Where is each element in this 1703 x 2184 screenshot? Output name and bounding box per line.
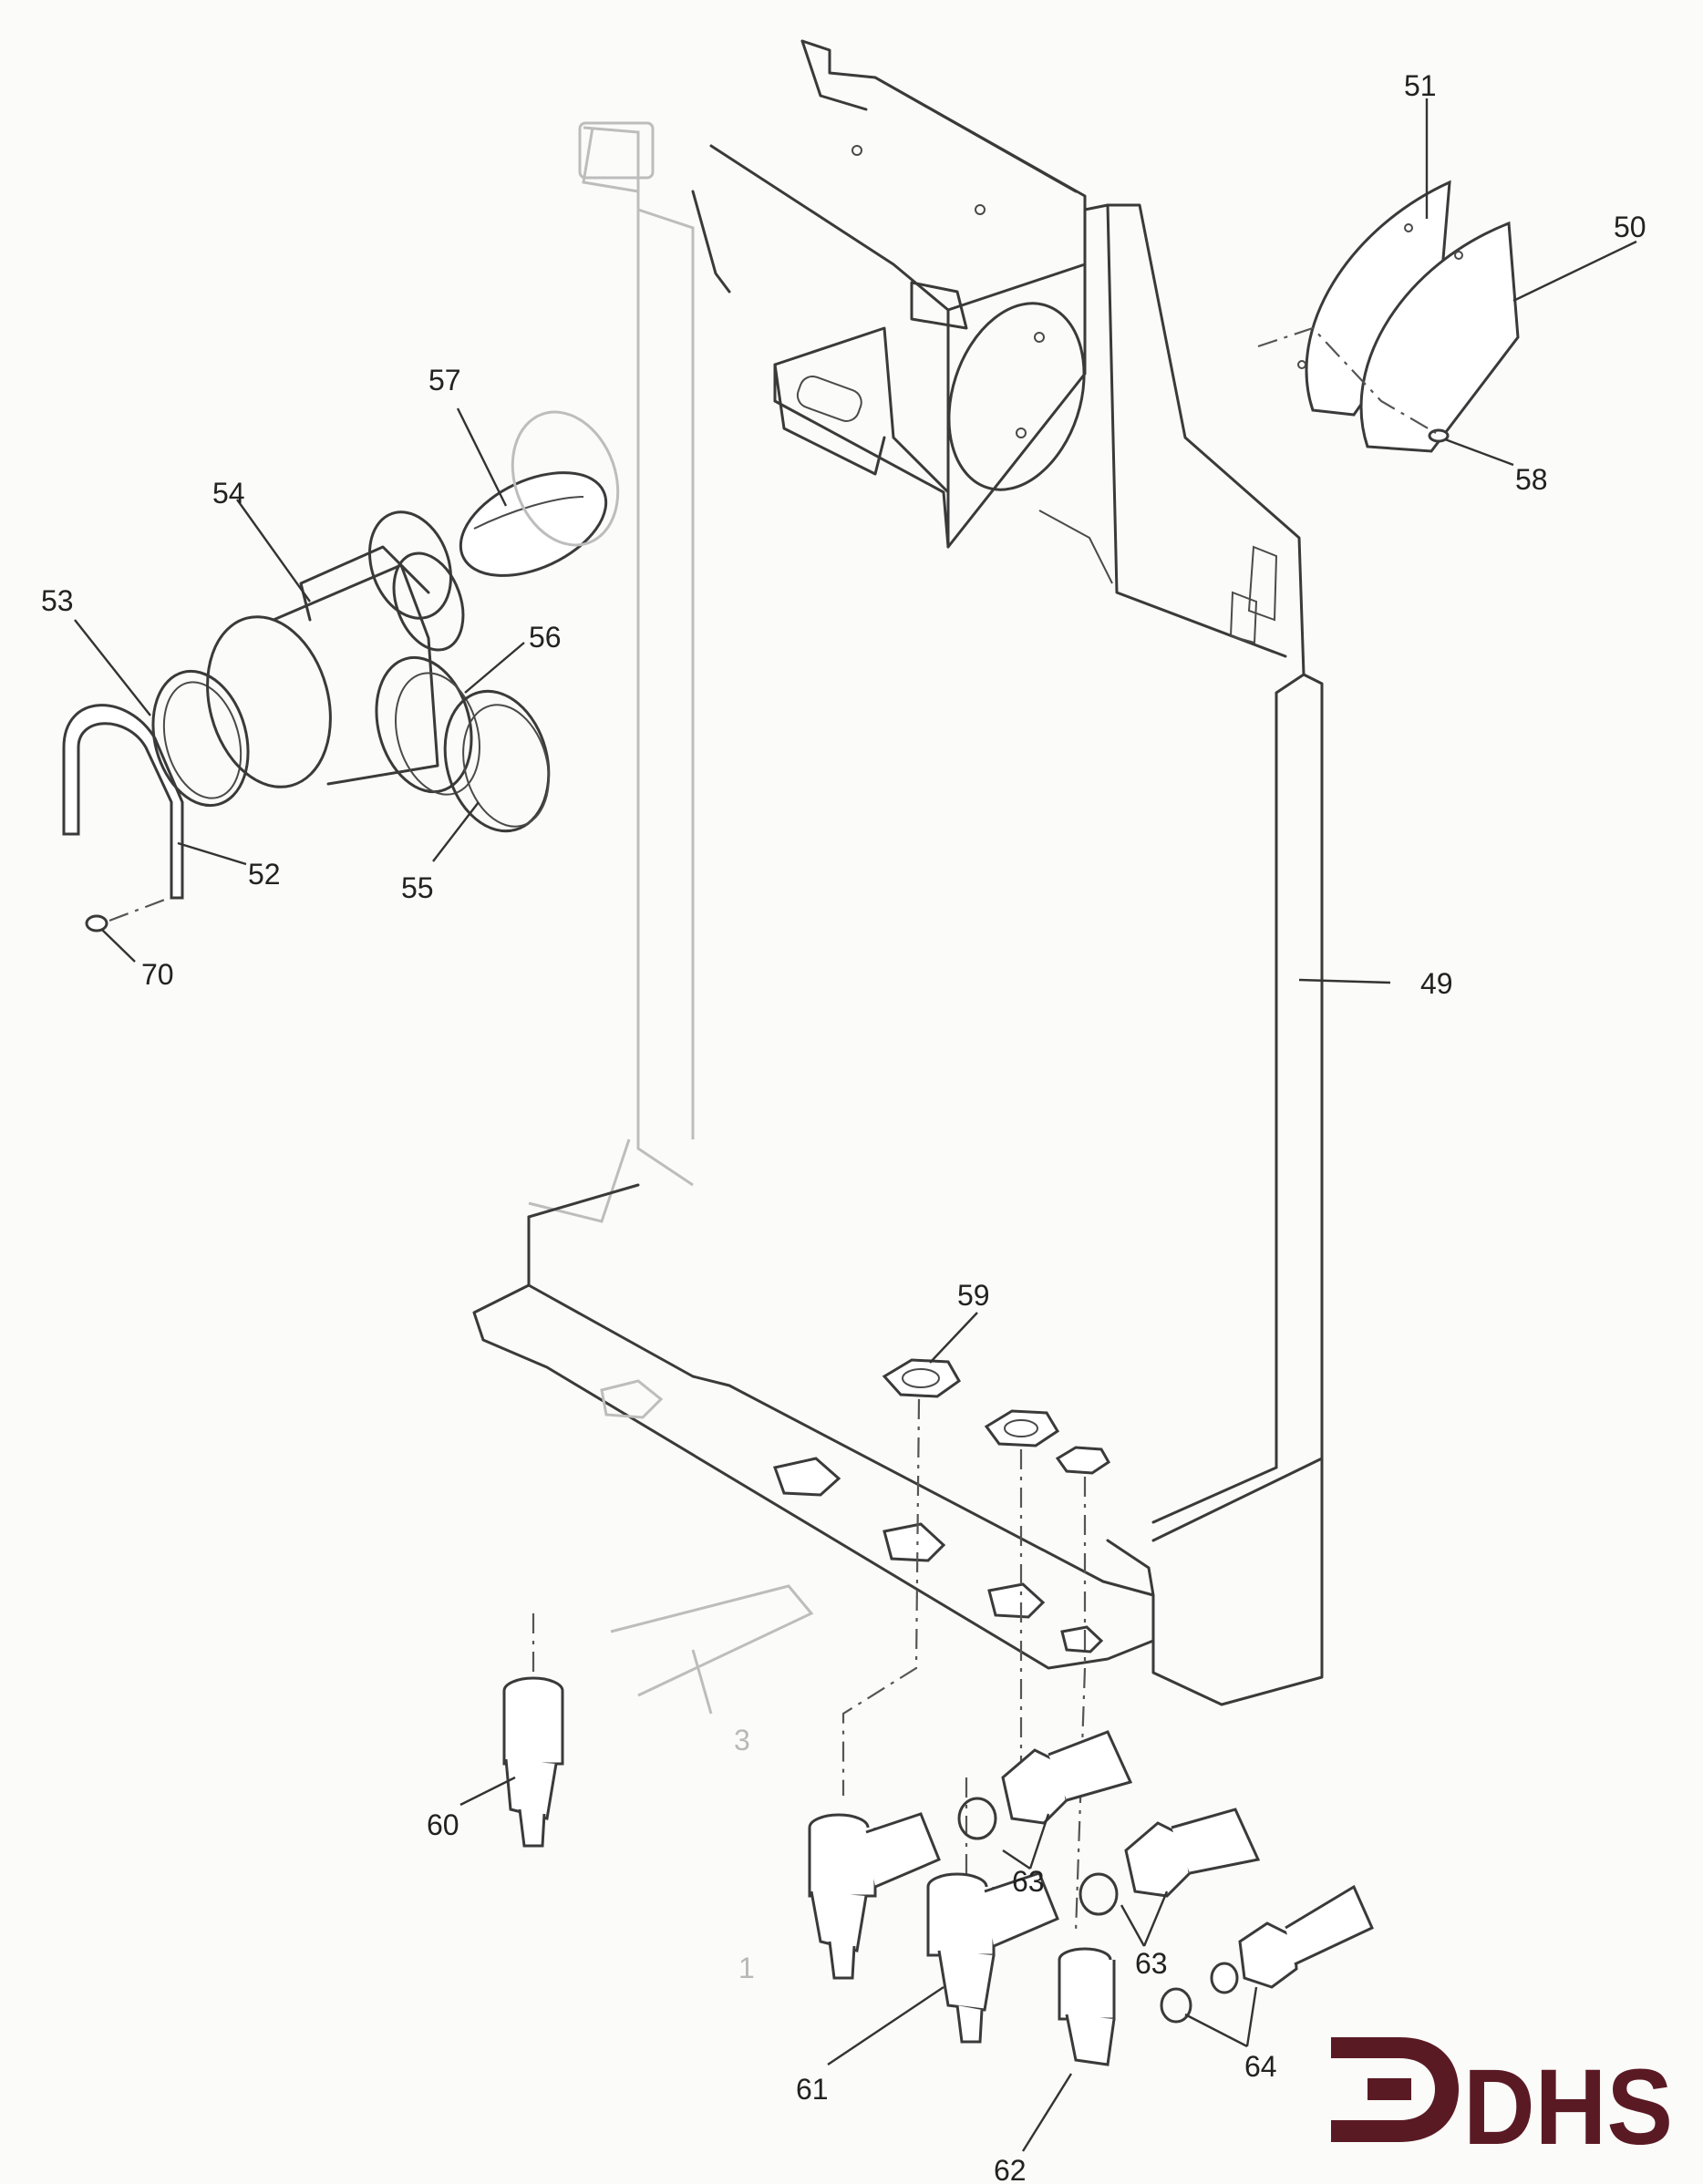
- callout-60: 60: [427, 1808, 459, 1841]
- cap-57: [459, 410, 620, 577]
- valve-62: [1058, 1947, 1116, 2066]
- callout-53: 53: [41, 584, 74, 617]
- dhs-logo-text: DHS: [1463, 2047, 1673, 2168]
- callout-57: 57: [428, 364, 461, 397]
- clip-52: [62, 704, 184, 900]
- leader-lines: [74, 98, 1637, 2152]
- fitting-63: [957, 1730, 1261, 1916]
- ring-53: [151, 669, 250, 808]
- callout-64: 64: [1244, 2050, 1277, 2083]
- callout-61: 61: [796, 2073, 829, 2106]
- ring-56: [375, 655, 481, 796]
- dhs-logo-mark: [1331, 2037, 1459, 2142]
- fan-assembly: [691, 39, 1087, 549]
- valve-60: [502, 1584, 814, 1848]
- callout-52: 52: [248, 858, 281, 891]
- callout-labels: 51 50 58 49 57 54 53 56 55 52 70 59 60 6…: [41, 69, 1646, 2184]
- dhs-logo: DHS: [1331, 2037, 1673, 2168]
- end-cap-55: [443, 689, 551, 833]
- callout-62: 62: [994, 2154, 1027, 2184]
- fitting-64: [1160, 1884, 1374, 2024]
- nut-59: [882, 1358, 1110, 1475]
- callout-56: 56: [529, 621, 562, 654]
- callout-51: 51: [1404, 69, 1437, 102]
- valve-61: [808, 1812, 1059, 2044]
- faint-mark-1: 1: [738, 1952, 755, 1984]
- faint-mark-3: 3: [734, 1724, 750, 1756]
- elbow-54: [206, 510, 465, 788]
- cover-plate-51: [1297, 180, 1451, 417]
- boiler-frame-49: [472, 121, 1324, 1706]
- cover-plate-50: [1359, 221, 1520, 453]
- callout-59: 59: [957, 1279, 990, 1312]
- callout-70: 70: [141, 958, 174, 991]
- callout-55: 55: [401, 871, 434, 904]
- screw-70: [85, 914, 108, 932]
- callout-49: 49: [1420, 967, 1453, 1000]
- callout-58: 58: [1515, 463, 1548, 496]
- callout-63-lower: 63: [1135, 1947, 1168, 1980]
- callout-54: 54: [212, 477, 245, 510]
- callout-50: 50: [1614, 211, 1646, 243]
- callout-63-upper: 63: [1012, 1865, 1045, 1898]
